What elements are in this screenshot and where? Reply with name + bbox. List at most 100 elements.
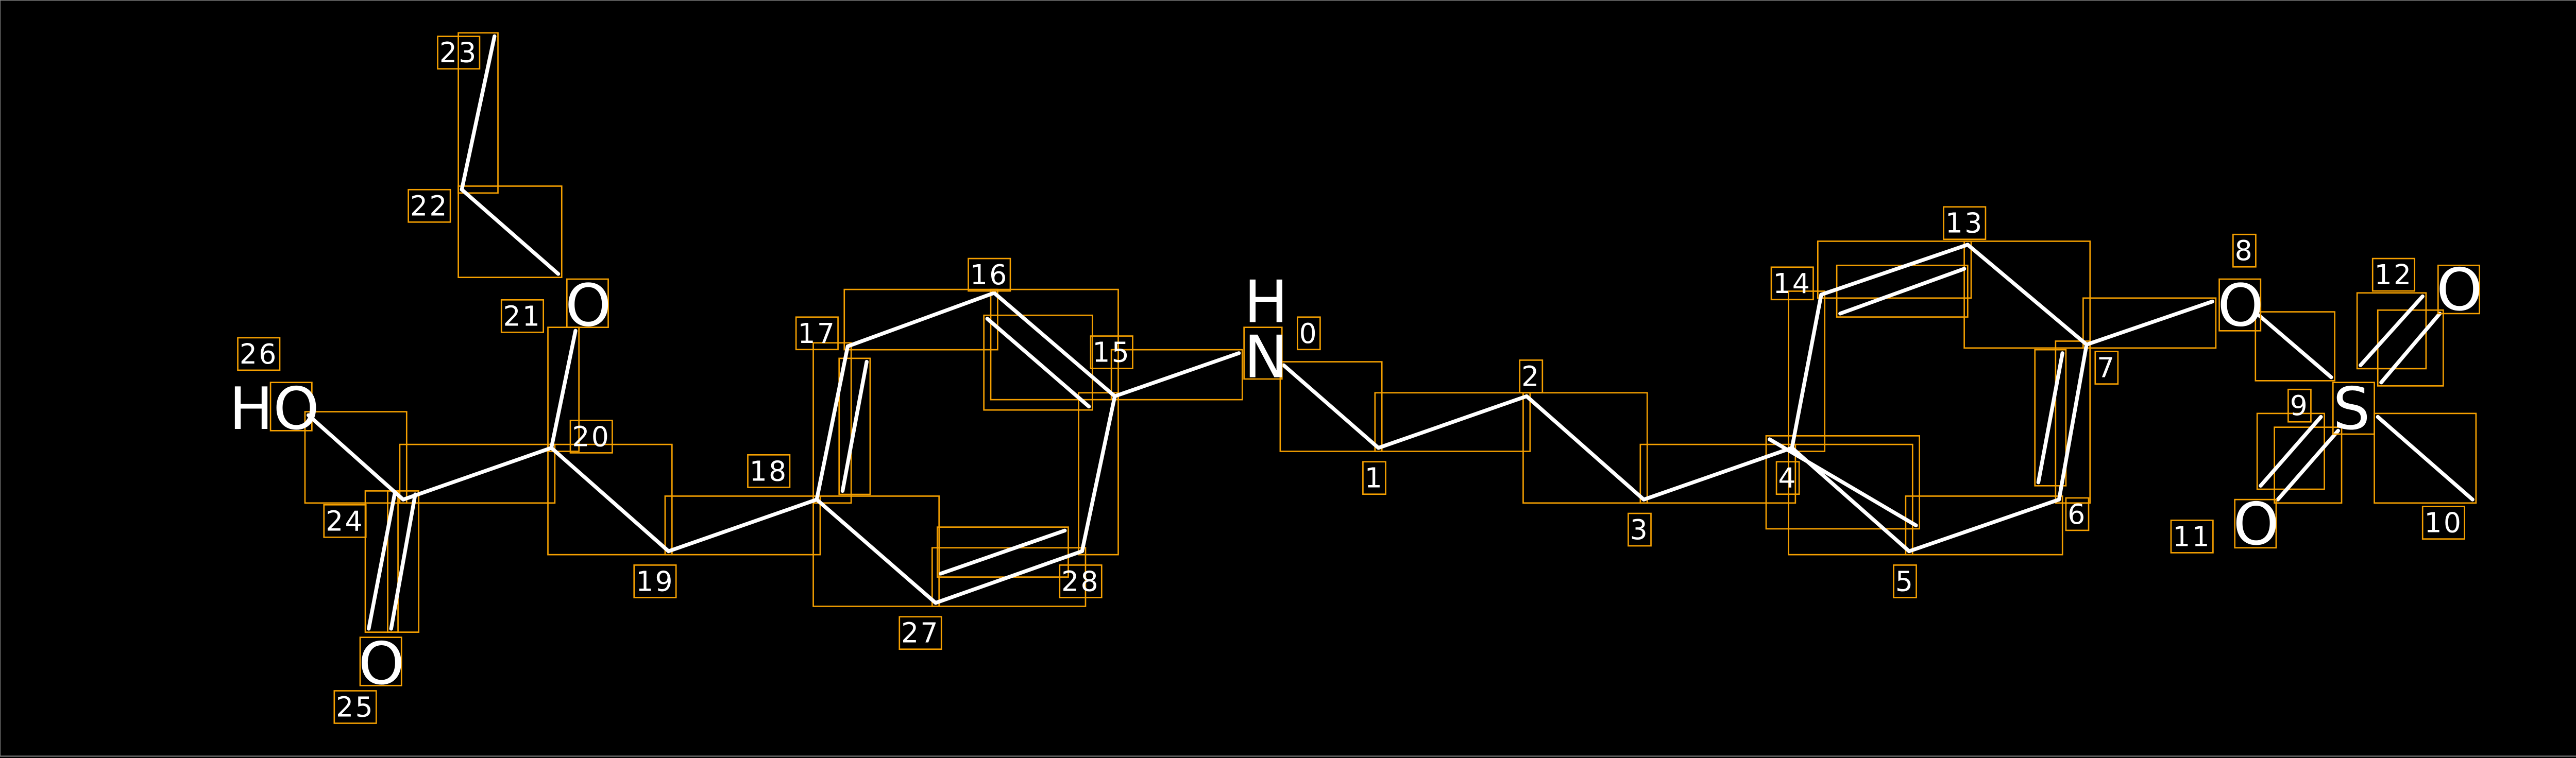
bond-box [2082,297,2217,349]
bond-0-1 [1281,363,1381,450]
bond-box [1110,349,1243,401]
bond-14-4 [1790,292,1823,450]
bond-bounding-boxes [304,32,2477,633]
atom-index-box [1770,266,1814,301]
atom-index-box [408,188,451,223]
atom-index-7: 7 [2097,352,2116,384]
bond-box [937,526,1069,578]
bonds [306,34,2475,631]
bond-box [387,490,420,633]
bond-9-10 [2376,415,2475,502]
atom-index-box [2421,506,2466,540]
atom-ho-26: HO [229,374,319,443]
atom-index-0: 0 [1299,317,1318,350]
bond-box [457,185,563,279]
atom-index-4: 4 [1778,462,1797,494]
bond-13-14 [1819,243,1970,297]
atom-index-5: 5 [1895,565,1914,597]
bond-box [812,495,940,607]
atom-index-box [968,257,1011,292]
atom-index-11: 11 [2173,520,2211,553]
atom-index-20: 20 [572,420,611,453]
atom-index-box [1943,206,1987,240]
atom-index-box [2371,257,2416,292]
atom-index-box [2065,497,2090,531]
bond-21-22 [460,187,561,276]
atom-o-12: O [2436,255,2483,324]
bond-box [812,342,852,504]
bond-6-7-inner [2036,351,2064,485]
atom-index-box [2094,351,2119,385]
bond-15-16 [992,291,1117,399]
bond-box [838,357,871,495]
atom-index-box [333,690,377,724]
bond-9-11-inner [2276,428,2341,502]
bond-6-7 [2057,342,2089,502]
bond-17-18-inner [840,359,869,493]
atom-index-26: 26 [240,338,278,370]
bond-box [1639,443,1797,504]
bond-13-14-inner [1838,267,1967,316]
bond-9-12 [2359,294,2425,367]
atom-index-28: 28 [1061,565,1100,597]
atom-index-box [795,316,839,351]
bond-box [990,288,1119,401]
bond-9-12-inner [2379,312,2442,385]
bond-20-21 [549,329,578,450]
bond-box [1078,392,1119,556]
atom-index-box [1519,359,1544,393]
bond-box [2274,426,2343,504]
bond-box [931,547,1087,607]
atom-index-24: 24 [326,505,364,537]
bond-box [2034,349,2067,487]
atom-o-25: O [359,629,405,698]
atom-index-6: 6 [2067,498,2087,530]
atom-index-21: 21 [503,300,542,332]
atom-index-box [237,337,281,371]
bond-28-15 [1080,394,1117,554]
bond-1-2 [1376,394,1529,450]
atom-index-27: 27 [901,617,940,649]
atom-index-box [1628,512,1652,547]
bond-box [664,495,821,556]
atom-h-0: H [1244,268,1289,336]
bond-22-23 [460,34,497,192]
atom-index-box [2232,233,2257,268]
bond-box [399,443,556,504]
bond-box [1817,240,1972,299]
bond-box [1788,443,1913,556]
atom-index-10: 10 [2425,507,2463,539]
atom-index-box [323,504,367,538]
bond-box [843,288,998,351]
atom-index-box [1296,316,1321,351]
atom-index-box [437,36,481,70]
atom-index-15: 15 [1092,336,1131,369]
atom-n-0: N [1244,323,1288,391]
atom-index-box [2170,520,2214,554]
bond-box [2374,412,2477,504]
bond-box [1963,240,2091,349]
atom-index-22: 22 [410,190,449,222]
atom-index-9: 9 [2290,389,2309,422]
bond-box [304,411,408,504]
atom-index-25: 25 [336,691,375,723]
atom-index-14: 14 [1773,267,1811,300]
bond-0-15 [1113,351,1241,399]
bond-18-27 [815,497,938,605]
bond-24-26 [306,413,405,502]
atom-index-13: 13 [1945,207,1984,239]
bond-20-24 [401,446,553,502]
bond-4-5-inner [1768,437,1918,527]
bond-box [547,326,580,452]
bond-box [364,490,399,633]
atom-index-16: 16 [970,259,1009,291]
bond-box [1788,290,1826,452]
bond-box [1765,435,1920,530]
bond-5-6 [1907,497,2061,554]
atom-index-box [899,616,942,650]
bond-3-4 [1641,446,1794,502]
bond-8-9 [2257,313,2333,380]
atom-index-box [1893,564,1917,598]
